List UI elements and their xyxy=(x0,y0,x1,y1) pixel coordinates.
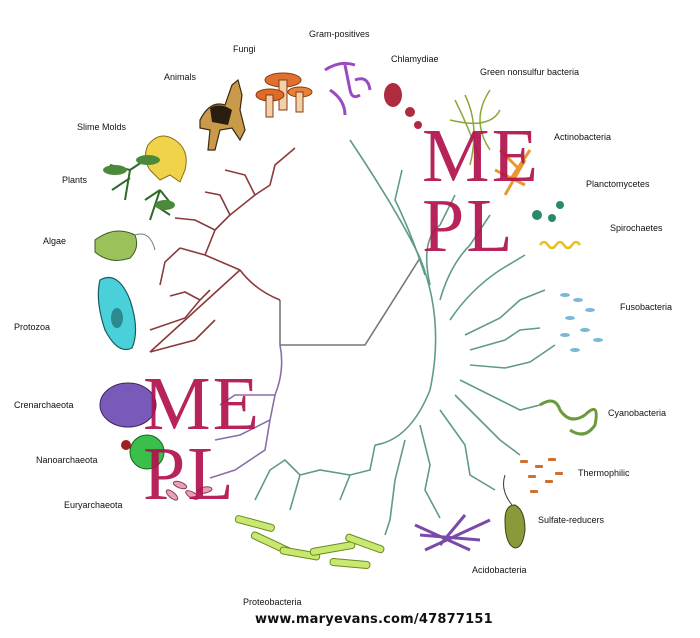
label-planctomycetes: Planctomycetes xyxy=(586,179,650,189)
label-acidobacteria: Acidobacteria xyxy=(472,565,527,575)
branch-protozoa-3 xyxy=(149,289,211,331)
label-cyanobacteria: Cyanobacteria xyxy=(608,408,667,418)
spirochaete-icon xyxy=(538,240,582,250)
arch-stem xyxy=(274,344,283,396)
watermark-line-2: PL xyxy=(422,184,515,268)
branch-acidobacteria xyxy=(419,424,441,519)
branch-algae-2 xyxy=(159,247,181,286)
label-thermophilic: Thermophilic xyxy=(578,468,630,478)
branch-protozoa-4 xyxy=(169,291,201,301)
label-actinobacteria: Actinobacteria xyxy=(554,132,612,142)
label-fusobacteria: Fusobacteria xyxy=(620,302,673,312)
watermark-line-1b: ME xyxy=(143,362,261,446)
branch-protozoa-2 xyxy=(149,319,216,353)
label-green-nonsulfur-bacteria: Green nonsulfur bacteria xyxy=(480,67,580,77)
euryarchaeota-icon xyxy=(165,480,213,501)
thermophilic-icon xyxy=(520,458,563,493)
branch-chlamydiae xyxy=(394,169,426,276)
mushroom-icon xyxy=(255,72,313,118)
label-sulfate-reducers: Sulfate-reducers xyxy=(538,515,605,525)
label-algae: Algae xyxy=(43,236,67,246)
label-protozoa: Protozoa xyxy=(14,322,51,332)
branch-planctomycetes xyxy=(449,254,526,321)
branch-thermophilic xyxy=(454,394,521,456)
root-branches xyxy=(279,257,421,346)
acidobacteria-icon xyxy=(414,514,491,552)
watermark-line-2b: PL xyxy=(143,432,236,516)
label-animals: Animals xyxy=(164,72,197,82)
actinobacteria-icon xyxy=(494,148,532,196)
label-gram-positives: Gram-positives xyxy=(309,29,370,39)
algae-icon xyxy=(94,230,156,261)
proteobacteria-icon xyxy=(234,515,385,569)
branch-proteo-4 xyxy=(254,458,301,501)
planctomycetes-icon xyxy=(532,201,564,222)
label-slime-molds: Slime Molds xyxy=(77,122,127,132)
label-proteobacteria: Proteobacteria xyxy=(243,597,302,607)
eukaryote-branches xyxy=(149,147,296,353)
label-chlamydiae: Chlamydiae xyxy=(391,54,439,64)
branch-fusobacteria-2 xyxy=(469,344,556,369)
label-euryarchaeota: Euryarchaeota xyxy=(64,500,123,510)
plant-icon xyxy=(103,155,175,221)
nanoarchaeota-icon xyxy=(121,434,165,470)
crenarchaeota-icon xyxy=(99,382,157,428)
branch-crenarchaeota xyxy=(219,394,275,406)
branch-euryarchaeota xyxy=(209,419,271,479)
label-crenarchaeota: Crenarchaeota xyxy=(14,400,74,410)
archaea-branches xyxy=(209,344,283,479)
branch-fusobacteria xyxy=(469,327,541,351)
branch-animals xyxy=(224,169,257,216)
paramecium-icon xyxy=(97,276,137,351)
watermark-line-1: ME xyxy=(422,114,540,198)
label-plants: Plants xyxy=(62,175,88,185)
branch-proteo-1 xyxy=(339,444,376,501)
branch-plants xyxy=(174,217,217,256)
chlamydiae-icon xyxy=(384,83,422,129)
label-spirochaetes: Spirochaetes xyxy=(610,223,663,233)
branch-nanoarchaeota xyxy=(214,394,276,441)
cyanobacteria-icon xyxy=(539,399,598,436)
label-fungi: Fungi xyxy=(233,44,256,54)
sulfate-reducer-icon xyxy=(503,474,526,549)
bact-arc-1 xyxy=(374,257,437,446)
branch-gram-positives xyxy=(349,139,421,259)
gram-positive-icon xyxy=(324,61,372,116)
watermark-top-right: ME PL xyxy=(422,118,540,264)
branch-green-nonsulfur xyxy=(425,194,456,286)
watermark-bottom-left: ME PL xyxy=(143,366,261,512)
root-branch xyxy=(280,257,421,346)
green-nonsulfur-icon xyxy=(449,89,501,166)
branch-actinobacteria xyxy=(439,214,491,301)
euk-stem xyxy=(239,269,281,301)
branch-sulfate xyxy=(439,409,496,491)
branch-protozoa xyxy=(149,269,241,353)
label-nanoarchaeota: Nanoarchaeota xyxy=(36,455,98,465)
fusobacteria-icon xyxy=(560,293,603,352)
branch-slime xyxy=(204,191,231,231)
branch-fungi xyxy=(254,147,296,196)
branch-algae xyxy=(179,247,241,271)
branch-spirochaetes xyxy=(464,289,546,336)
branch-proteo-3 xyxy=(384,439,406,536)
dog-icon xyxy=(199,78,246,151)
branch-proteo-2 xyxy=(289,469,351,511)
image-credit: www.maryevans.com/47877151 xyxy=(255,612,493,627)
branch-cyanobacteria xyxy=(459,379,541,411)
bacteria-branches xyxy=(254,139,556,536)
